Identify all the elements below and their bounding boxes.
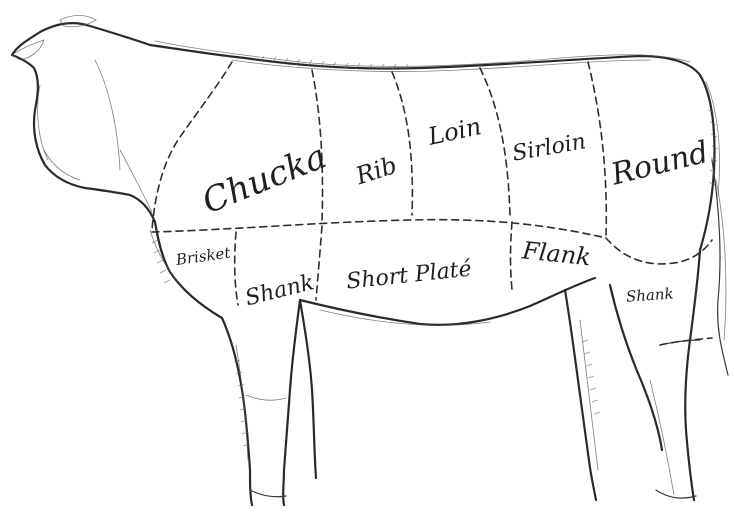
label-round: Round — [607, 135, 712, 193]
neck-fold — [120, 150, 152, 212]
label-rib: Rib — [352, 151, 401, 191]
divider-rib-loin — [392, 72, 412, 215]
hatch-hind-leg — [582, 340, 600, 414]
label-flank: Flank — [520, 236, 592, 271]
divider-loin-sirloin — [480, 68, 510, 215]
label-shank-front: Shank — [243, 270, 317, 311]
hind-leg-back-inner — [610, 285, 662, 450]
label-sirloin: Sirloin — [510, 129, 587, 166]
front-hoof-left — [250, 490, 286, 497]
cow-outline — [12, 16, 728, 506]
hind-leg-sketch-2 — [650, 380, 674, 495]
front-leg-right — [300, 300, 316, 478]
front-leg-left-inner — [283, 300, 300, 505]
divider-sirloin-round — [588, 62, 606, 235]
divider-shank-front-left — [235, 232, 238, 305]
front-leg-sketch — [236, 345, 248, 460]
cheek-sketch — [95, 60, 120, 170]
label-short-plate: Short Platé — [345, 257, 473, 295]
cut-labels: Chucka Rib Loin Sirloin Round Brisket Sh… — [174, 112, 712, 311]
head-sketch — [38, 85, 48, 160]
divider-round-bottom — [606, 238, 712, 264]
belly — [300, 278, 595, 325]
hind-leg-back-outer — [685, 250, 700, 500]
divider-shank-front-right — [316, 226, 322, 300]
label-shank-hind: Shank — [625, 285, 674, 306]
front-leg-left-outer — [222, 318, 252, 505]
divider-horizontal — [152, 220, 606, 238]
muzzle-sketch — [44, 150, 80, 180]
shading-hatch — [152, 56, 718, 446]
hind-hoof — [656, 490, 696, 498]
divider-flank-left — [511, 222, 513, 290]
dewlap — [155, 222, 222, 318]
head-outline — [12, 23, 155, 222]
back-line-sketch — [155, 41, 690, 66]
label-brisket: Brisket — [174, 243, 233, 269]
hind-leg-sketch — [580, 320, 598, 470]
label-loin: Loin — [425, 112, 484, 151]
label-chucka: Chucka — [197, 136, 332, 222]
front-knee — [246, 395, 286, 400]
